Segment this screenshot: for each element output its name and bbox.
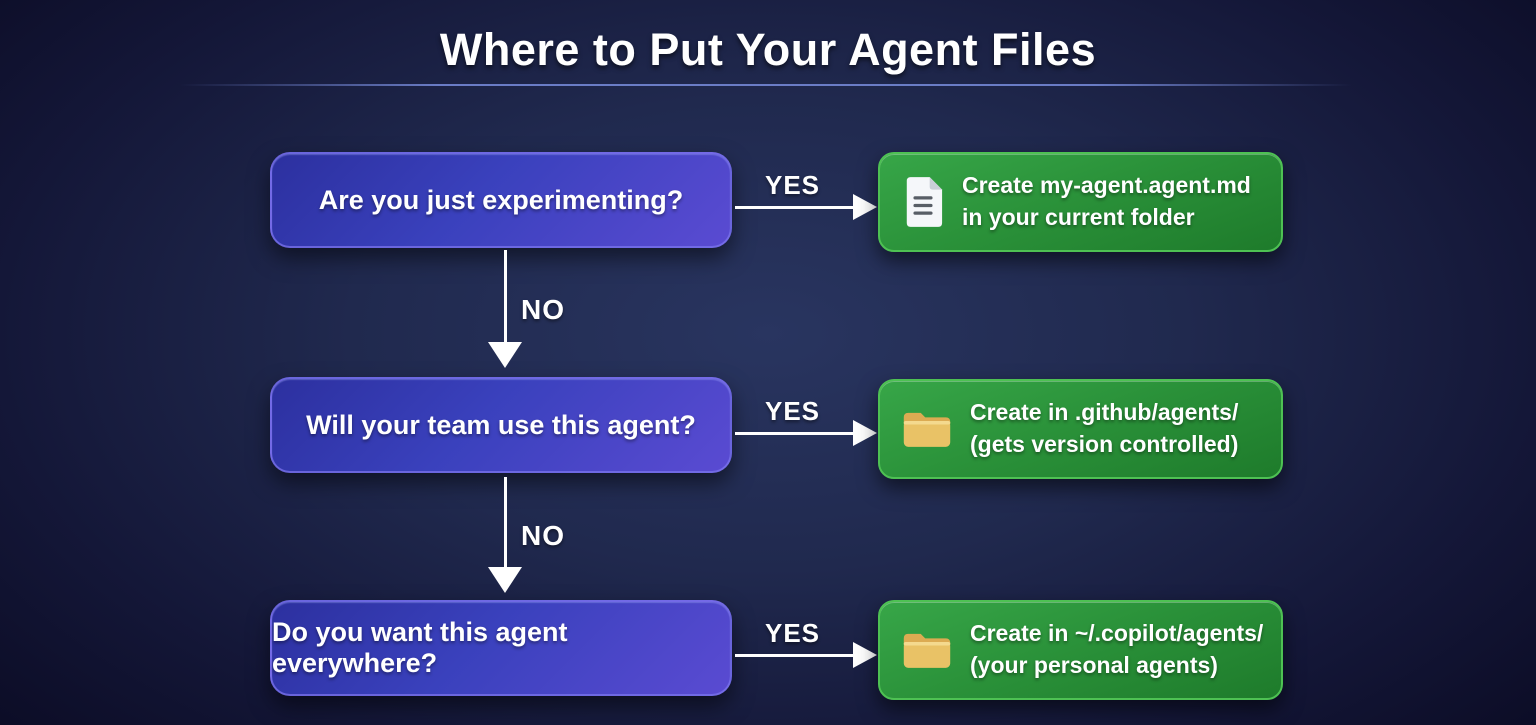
- yes-arrow: YES: [735, 170, 878, 230]
- yes-arrow: YES: [735, 618, 878, 678]
- decision-box-team: Will your team use this agent?: [270, 377, 732, 473]
- result-line2: in your current folder: [962, 204, 1195, 230]
- arrow-line: [735, 432, 855, 435]
- document-icon: [906, 177, 943, 227]
- yes-label: YES: [764, 618, 821, 648]
- decision-box-experimenting: Are you just experimenting?: [270, 152, 732, 248]
- arrow-line: [735, 206, 855, 209]
- arrow-head-icon: [853, 420, 877, 446]
- arrow-head-icon: [488, 342, 522, 368]
- result-line2: (your personal agents): [970, 652, 1218, 678]
- no-label: NO: [521, 294, 565, 325]
- result-box-github-agents: Create in .github/agents/ (gets version …: [878, 379, 1283, 479]
- arrow-head-icon: [488, 567, 522, 593]
- result-box-copilot-agents: Create in ~/.copilot/agents/ (your perso…: [878, 600, 1283, 700]
- decision-box-everywhere: Do you want this agent everywhere?: [270, 600, 732, 696]
- yes-label: YES: [764, 170, 821, 200]
- result-box-current-folder: Create my-agent.agent.md in your current…: [878, 152, 1283, 252]
- no-label: NO: [521, 520, 565, 551]
- yes-arrow: YES: [735, 396, 878, 456]
- arrow-line: [504, 477, 507, 567]
- arrow-head-icon: [853, 642, 877, 668]
- page-title: Where to Put Your Agent Files: [439, 24, 1097, 75]
- folder-icon: [903, 412, 951, 447]
- folder-icon: [903, 633, 951, 668]
- arrow-line: [735, 654, 855, 657]
- arrow-head-icon: [853, 194, 877, 220]
- result-line2: (gets version controlled): [970, 431, 1239, 457]
- result-line1: Create my-agent.agent.md: [962, 172, 1251, 199]
- decision-question: Are you just experimenting?: [318, 184, 684, 215]
- arrow-line: [504, 250, 507, 342]
- yes-label: YES: [764, 396, 821, 426]
- decision-question: Will your team use this agent?: [306, 409, 696, 440]
- decision-question: Do you want this agent everywhere?: [272, 617, 568, 678]
- result-line1: Create in .github/agents/: [970, 399, 1239, 426]
- result-line1: Create in ~/.copilot/agents/: [970, 620, 1264, 647]
- title-divider: [180, 84, 1352, 86]
